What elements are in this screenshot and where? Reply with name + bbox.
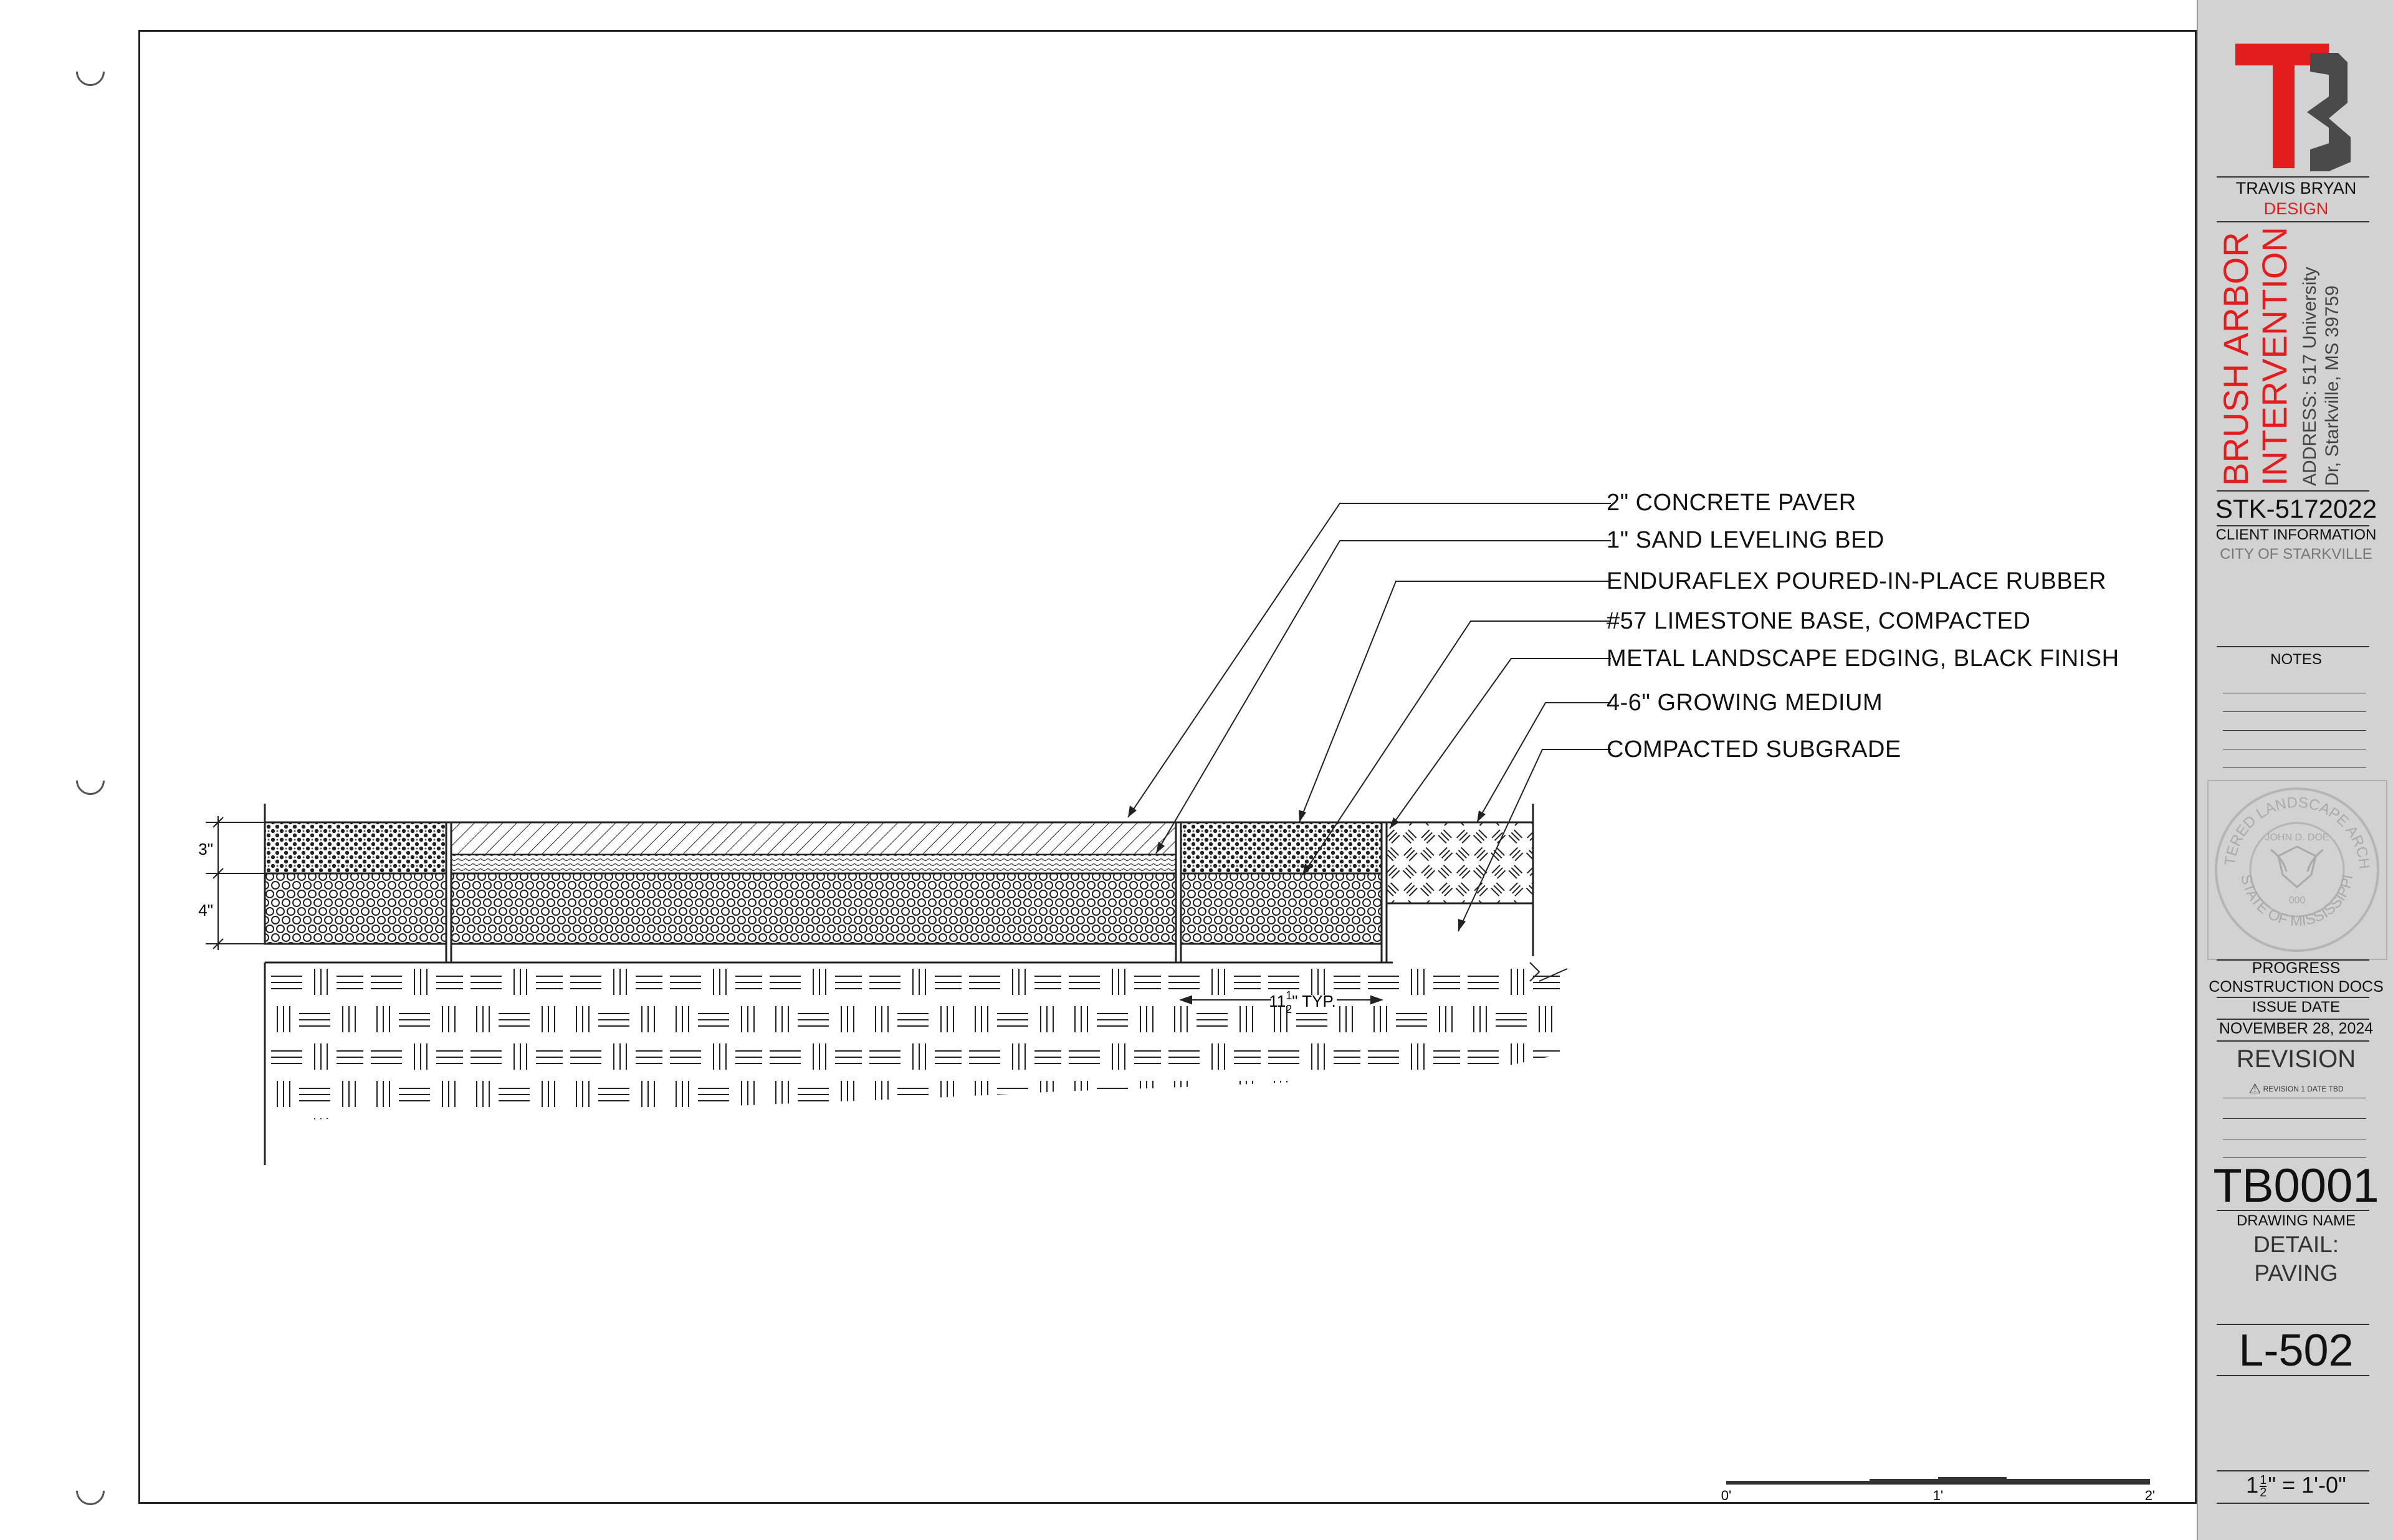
callout-sand-bed: 1" SAND LEVELING BED: [1607, 527, 1884, 553]
project-title-line1: BRUSH ARBOR: [2216, 232, 2255, 486]
revision-entry-text: REVISION 1 DATE TBD: [2263, 1085, 2344, 1093]
status-line2: CONSTRUCTION DOCS: [2209, 978, 2384, 996]
status-line1: PROGRESS: [2252, 959, 2341, 977]
revision-label: REVISION: [2236, 1045, 2356, 1073]
scale-bar-label-1: 1': [1933, 1488, 1943, 1503]
sheet-number: L-502: [2238, 1326, 2354, 1376]
project-number: STK-5172022: [2215, 494, 2377, 523]
client-name: CITY OF STARKVILLE: [2220, 546, 2372, 563]
project-address-line2: Dr, Starkville, MS 39759: [2322, 285, 2343, 486]
sheet-border: [138, 30, 2197, 1504]
scale-bar-label-0: 0': [1721, 1488, 1731, 1503]
drawing-number: TB0001: [2213, 1159, 2379, 1212]
scale-whole: 1: [2246, 1472, 2259, 1498]
drawing-name-label: DRAWING NAME: [2236, 1212, 2356, 1229]
scale-num: 1: [2260, 1473, 2267, 1488]
seal-name: JOHN D. DOE: [2265, 832, 2329, 843]
scale-bar-label-2: 2': [2145, 1488, 2155, 1503]
svg-text:REGISTERED LANDSCAPE ARCHITECT: REGISTERED LANDSCAPE ARCHITECT: [2209, 781, 2372, 870]
callout-subgrade: COMPACTED SUBGRADE: [1607, 736, 1901, 763]
project-title-line2: INTERVENTION: [2255, 227, 2294, 486]
callout-rubber: ENDURAFLEX POURED-IN-PLACE RUBBER: [1607, 568, 2106, 594]
dim-top-label: 3": [198, 840, 213, 858]
seal-number: 000: [2289, 895, 2306, 906]
issue-date: NOVEMBER 28, 2024: [2219, 1020, 2374, 1037]
dim-edging-den: 2: [1286, 1003, 1292, 1015]
seal-top-text: REGISTERED LANDSCAPE ARCHITECT: [2203, 768, 2373, 870]
revision-entry: ⚠ REVISION 1 DATE TBD: [2198, 1081, 2393, 1097]
firm-sub: DESIGN: [2263, 199, 2329, 218]
title-block: TRAVIS BRYAN DESIGN BRUSH ARBOR INTERVEN…: [2197, 0, 2393, 1540]
dim-bottom-label: 4": [198, 901, 213, 920]
project-info: BRUSH ARBOR INTERVENTION ADDRESS: 517 Un…: [2198, 224, 2393, 486]
dim-edging-num: 1: [1286, 989, 1292, 1002]
drawing-name-line2: PAVING: [2254, 1260, 2338, 1286]
callout-metal-edging: METAL LANDSCAPE EDGING, BLACK FINISH: [1607, 645, 2119, 672]
dim-edging-suffix: " TYP.: [1292, 992, 1335, 1010]
warning-triangle-icon: ⚠: [2248, 1081, 2262, 1096]
scale-rest: " = 1'-0": [2268, 1472, 2346, 1498]
callout-growing-medium: 4-6" GROWING MEDIUM: [1607, 690, 1883, 716]
client-label: CLIENT INFORMATION: [2215, 526, 2377, 543]
dim-edging-whole: 11: [1269, 992, 1286, 1010]
callout-concrete-paver: 2" CONCRETE PAVER: [1607, 490, 1856, 516]
scale-den: 2: [2260, 1486, 2267, 1500]
project-address-line1: ADDRESS: 517 University: [2300, 267, 2320, 486]
issue-date-label: ISSUE DATE: [2252, 999, 2340, 1015]
firm-logo: [2235, 44, 2351, 171]
professional-seal: REGISTERED LANDSCAPE ARCHITECT STATE OF …: [2203, 768, 2387, 960]
firm-name: TRAVIS BRYAN: [2235, 179, 2357, 197]
drawing-name-line1: DETAIL:: [2253, 1232, 2339, 1257]
notes-label: NOTES: [2270, 651, 2322, 668]
callout-limestone-base: #57 LIMESTONE BASE, COMPACTED: [1607, 608, 2031, 634]
